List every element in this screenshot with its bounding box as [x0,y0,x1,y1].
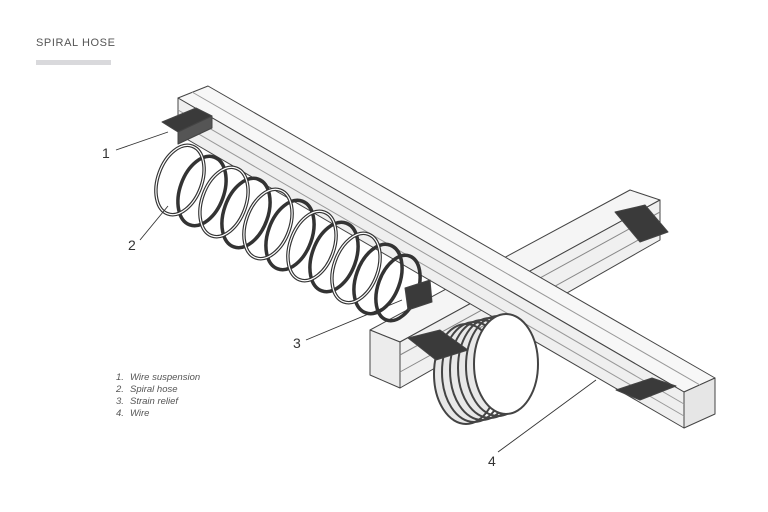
legend: 1.Wire suspension 2.Spiral hose 3.Strain… [116,372,200,420]
leader-line-1 [115,131,169,151]
wire-coil [433,313,539,425]
main-beam [177,85,716,429]
bracket-right-top [614,204,669,243]
leader-line-2 [139,205,169,241]
legend-item: 3.Strain relief [116,396,179,407]
legend-item: 1.Wire suspension [116,372,201,383]
callout-3: 3 [293,335,301,351]
legend-item: 4.Wire [116,408,150,419]
bracket-strain-relief [404,279,433,311]
bracket-right-bottom [615,377,677,401]
title-underline [36,60,111,65]
leader-line-3 [305,299,403,341]
callout-1: 1 [102,145,110,161]
bracket-wire-suspension [161,107,213,145]
diagram-title: SPIRAL HOSE [36,37,116,49]
leader-line-4 [497,379,597,453]
callout-4: 4 [488,453,496,469]
callout-2: 2 [128,237,136,253]
bracket-center [407,329,469,361]
legend-item: 2.Spiral hose [116,384,178,395]
